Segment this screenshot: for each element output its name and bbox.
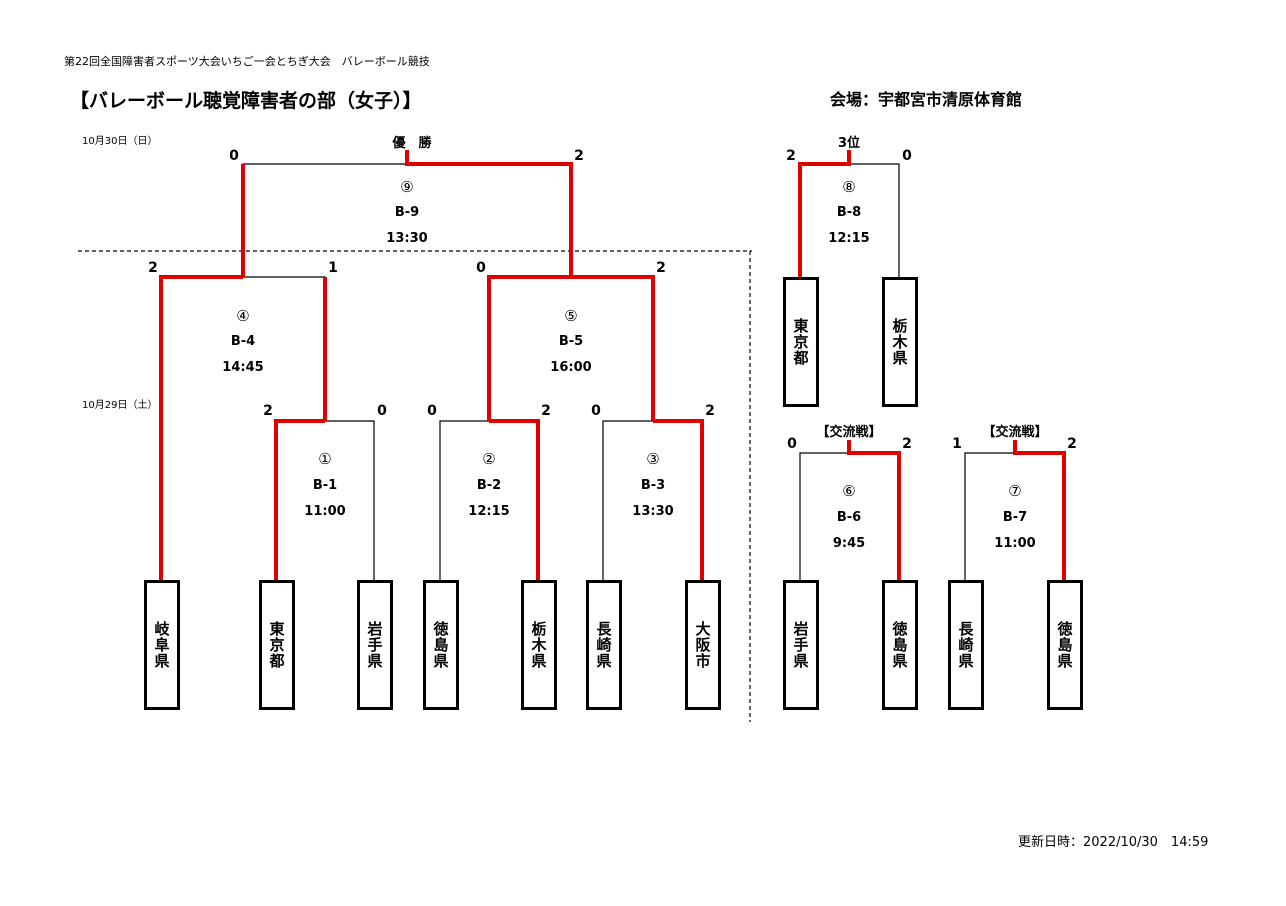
m5-advance-path	[571, 275, 655, 421]
m3-time: 13:30	[632, 504, 674, 519]
m7-time: 11:00	[994, 536, 1036, 551]
m3-winner-path	[653, 419, 704, 580]
team-box-tokushima: 徳島県	[423, 580, 459, 710]
team-box-iwate: 岩手県	[357, 580, 393, 710]
team-name: 東京都	[791, 318, 810, 366]
m9-score-left: 0	[229, 148, 239, 164]
m2-score-right: 2	[541, 403, 551, 419]
team-name: 長崎県	[956, 621, 975, 669]
m5-score-right: 2	[656, 260, 666, 276]
updated-timestamp: 更新日時：2022/10/30 14:59	[1018, 835, 1209, 850]
m8-score-right: 0	[902, 148, 912, 164]
m2-time: 12:15	[468, 504, 510, 519]
m3-score-left: 0	[591, 403, 601, 419]
m1-score-right: 0	[377, 403, 387, 419]
m9-number: ⑨	[400, 178, 414, 196]
exchange-label-1: 【交流戦】	[816, 425, 882, 440]
exchange-label-2: 【交流戦】	[982, 425, 1048, 440]
m7-score-right: 2	[1067, 436, 1077, 452]
team-name: 岩手県	[791, 621, 810, 669]
m2-code: B-2	[476, 478, 502, 493]
team-box-gifu: 岐阜県	[144, 580, 180, 710]
team-box-tokyo: 東京都	[259, 580, 295, 710]
team-name: 大阪市	[693, 621, 712, 669]
team-box-nagasaki: 長崎県	[586, 580, 622, 710]
date-day1: 10月29日（土）	[82, 400, 158, 411]
m3-bracket	[602, 420, 703, 580]
team-box-tochigi-3rd: 栃木県	[882, 277, 918, 407]
team-box-nagasaki-ex: 長崎県	[948, 580, 984, 710]
m4-time: 14:45	[222, 360, 264, 375]
m4-number: ④	[236, 307, 250, 325]
m1-code: B-1	[312, 478, 338, 493]
m3-score-right: 2	[705, 403, 715, 419]
page-title: 【バレーボール聴覚障害者の部（女子）】	[70, 90, 422, 112]
m4-winner-path	[159, 275, 243, 580]
team-name: 徳島県	[431, 621, 450, 669]
team-name: 徳島県	[890, 621, 909, 669]
team-box-tokushima-ex: 徳島県	[882, 580, 918, 710]
m6-time: 9:45	[832, 536, 866, 551]
m2-score-left: 0	[427, 403, 437, 419]
team-name: 東京都	[267, 621, 286, 669]
m5-score-left: 0	[476, 260, 486, 276]
m6-score-right: 2	[902, 436, 912, 452]
m5-bracket	[488, 276, 654, 421]
team-name: 徳島県	[1055, 621, 1074, 669]
m9-winner-path	[405, 150, 573, 277]
m8-code: B-8	[836, 205, 862, 220]
m5-winner-path	[487, 275, 571, 421]
m5-number: ⑤	[564, 307, 578, 325]
m6-winner-path	[847, 440, 901, 580]
m2-winner-path	[489, 419, 540, 580]
third-place-label: 3位	[837, 136, 861, 151]
m8-winner-path	[798, 150, 851, 277]
m4-score-right: 1	[328, 260, 338, 276]
m7-code: B-7	[1002, 510, 1028, 525]
m8-number: ⑧	[842, 178, 856, 196]
m7-winner-path	[1013, 440, 1066, 580]
final-label: 優 勝	[392, 136, 432, 151]
m6-number: ⑥	[842, 482, 856, 500]
team-name: 栃木県	[529, 621, 548, 669]
m9-code: B-9	[394, 205, 420, 220]
m1-time: 11:00	[304, 504, 346, 519]
venue: 会場：宇都宮市清原体育館	[830, 90, 1023, 109]
m4-code: B-4	[230, 334, 256, 349]
team-box-osaka: 大阪市	[685, 580, 721, 710]
m7-score-left: 1	[952, 436, 962, 452]
m1-score-left: 2	[263, 403, 273, 419]
m5-code: B-5	[558, 334, 584, 349]
team-box-tokushima-ex2: 徳島県	[1047, 580, 1083, 710]
team-name: 岐阜県	[152, 621, 171, 669]
m3-code: B-3	[640, 478, 666, 493]
team-box-iwate-ex: 岩手県	[783, 580, 819, 710]
m5-time: 16:00	[550, 360, 592, 375]
m8-score-left: 2	[786, 148, 796, 164]
team-box-tochigi: 栃木県	[521, 580, 557, 710]
m4-score-left: 2	[148, 260, 158, 276]
m9-time: 13:30	[386, 231, 428, 246]
m2-number: ②	[482, 450, 496, 468]
tournament-header: 第22回全国障害者スポーツ大会いちご一会とちぎ大会 バレーボール競技	[64, 55, 430, 68]
m1-bracket	[275, 420, 375, 580]
m9-score-right: 2	[574, 148, 584, 164]
m8-time: 12:15	[828, 231, 870, 246]
m7-number: ⑦	[1008, 482, 1022, 500]
team-name: 長崎県	[594, 621, 613, 669]
m2-bracket	[439, 420, 539, 580]
team-name: 栃木県	[890, 318, 909, 366]
m3-number: ③	[646, 450, 660, 468]
m6-code: B-6	[836, 510, 862, 525]
m6-score-left: 0	[787, 436, 797, 452]
team-name: 岩手県	[365, 621, 384, 669]
m1-winner-path	[274, 419, 325, 580]
date-day2: 10月30日（日）	[82, 136, 158, 147]
m1-number: ①	[318, 450, 332, 468]
team-box-tokyo-3rd: 東京都	[783, 277, 819, 407]
